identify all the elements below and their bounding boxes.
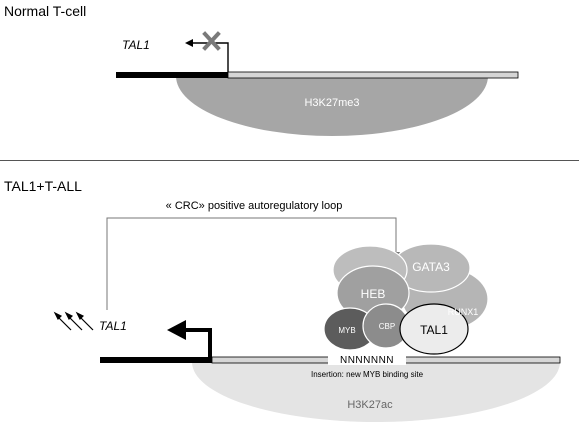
tall-tss-arrowhead <box>167 320 186 340</box>
upregulation-arrows-icon <box>53 311 94 331</box>
heb-label: HEB <box>361 287 386 301</box>
insertion-label: Insertion: new MYB binding site <box>311 370 424 379</box>
insertion-sequence: NNNNNNN <box>340 355 394 366</box>
normal-gene-grey-bar <box>227 71 519 79</box>
normal-tss-arrow <box>192 42 229 72</box>
tall-gene-black-bar <box>100 357 212 363</box>
cbp-label: CBP <box>379 322 395 331</box>
normal-gene-black-bar <box>116 72 228 78</box>
tal1-protein-label: TAL1 <box>420 323 448 337</box>
tall-tal1-label: TAL1 <box>99 319 127 333</box>
tall-tss-arrow <box>184 328 212 358</box>
crc-loop-label: « CRC» positive autoregulatory loop <box>166 200 343 212</box>
myb-label: MYB <box>338 326 355 335</box>
tall-panel-title: TAL1+T-ALL <box>4 178 82 194</box>
blocked-x-icon <box>202 31 221 51</box>
gata3-label: GATA3 <box>412 260 450 274</box>
crc-loop-line <box>106 217 397 310</box>
tal1-protein <box>399 303 469 355</box>
h3k27ac-label: H3K27ac <box>347 399 393 411</box>
insertion-box <box>328 354 406 365</box>
normal-tal1-label: TAL1 <box>122 38 150 52</box>
runx1-label: RUNX1 <box>448 307 479 317</box>
transcription-complex: HEB GATA3 RUNX1 MYB CBP TAL1 <box>323 243 489 355</box>
h3k27me3-domain <box>176 76 488 136</box>
h3k27me3-label: H3K27me3 <box>304 97 359 109</box>
normal-panel-title: Normal T-cell <box>4 3 86 19</box>
h3k27ac-domain <box>192 362 560 422</box>
normal-tss-arrowhead <box>185 39 193 47</box>
